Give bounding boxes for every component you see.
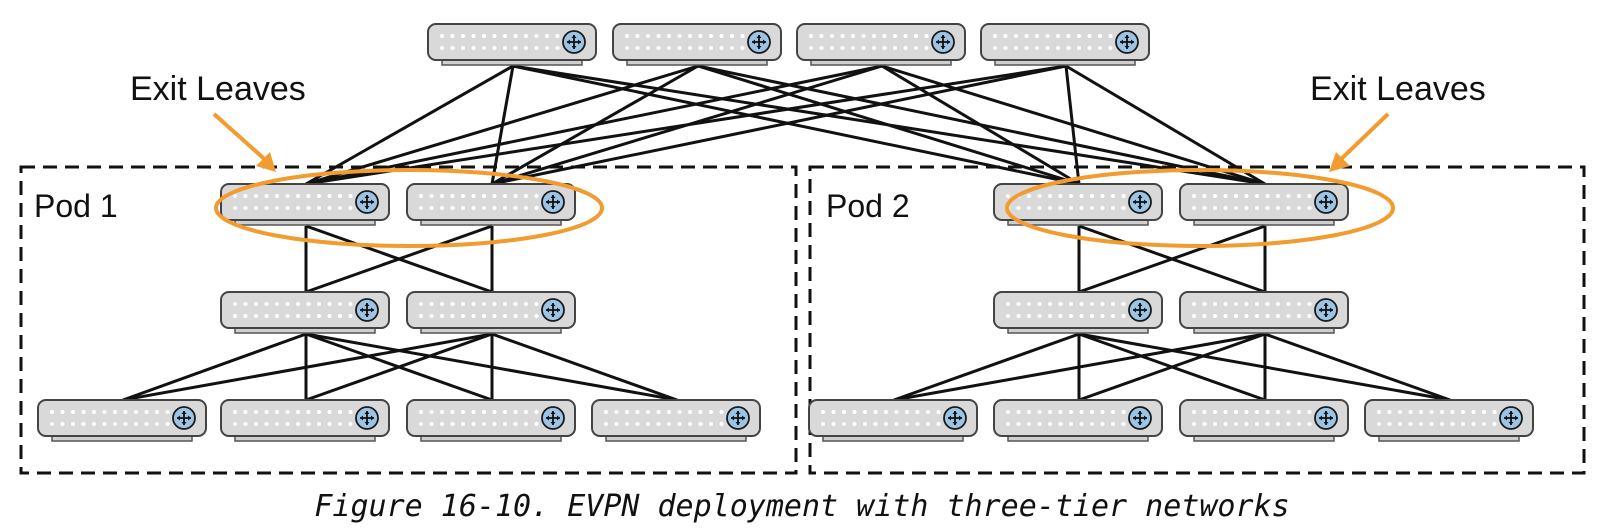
router-crossarrows-icon — [1128, 406, 1152, 430]
router-crossarrows-icon — [355, 190, 379, 214]
pod-1-leaf-1 — [37, 399, 207, 442]
router-crossarrows-icon — [355, 298, 379, 322]
router-crossarrows-icon — [943, 406, 967, 430]
pod-2-leaf-4 — [1364, 399, 1534, 442]
pod-link — [1264, 332, 1451, 402]
exit-leaves-label-pod-2: Exit Leaves — [1310, 70, 1486, 108]
pod-1-leaf-4 — [591, 399, 761, 442]
figure-caption: Figure 16-10. EVPN deployment with three… — [314, 489, 1289, 524]
pod-1-spine-2 — [406, 291, 576, 334]
pod-link — [1078, 332, 1266, 402]
pod-link — [305, 332, 493, 402]
spine-link — [305, 64, 883, 186]
spine-link — [491, 64, 1067, 186]
spine-switch-2 — [612, 23, 782, 66]
router-crossarrows-icon — [355, 406, 379, 430]
spine-link — [1064, 65, 1081, 185]
pod-link — [893, 332, 1080, 402]
pod-link — [122, 332, 493, 402]
pod-2-spine-1 — [993, 291, 1163, 334]
router-crossarrows-icon — [1314, 406, 1338, 430]
pod-link — [305, 224, 493, 294]
pod-boxes: Pod 1 Pod 2 — [19, 165, 1586, 475]
exit-leaves-arrow-pod-2 — [1329, 112, 1390, 172]
router-crossarrows-icon — [726, 406, 750, 430]
router-crossarrows-icon — [541, 298, 565, 322]
router-crossarrows-icon — [1314, 298, 1338, 322]
router-crossarrows-icon — [541, 406, 565, 430]
router-crossarrows-icon — [541, 190, 565, 214]
pod-2-leaf-1 — [808, 399, 978, 442]
exit-leaves-ellipse-pod-1 — [214, 168, 604, 248]
router-crossarrows-icon — [1128, 190, 1152, 214]
spine-link — [697, 64, 1080, 186]
spine-switch-4 — [980, 23, 1150, 66]
router-crossarrows-icon — [1314, 190, 1338, 214]
pod-link — [893, 332, 1266, 402]
router-crossarrows-icon — [1128, 298, 1152, 322]
pod-2-box — [808, 165, 1586, 475]
pod-2-leaf-2 — [993, 399, 1163, 442]
pod-2-exit-leaf-1 — [993, 183, 1163, 226]
router-crossarrows-icon — [931, 30, 955, 54]
pod-link — [122, 332, 307, 402]
exit-leaves-label-pod-1: Exit Leaves — [130, 70, 306, 108]
pod-2-spine-2 — [1179, 291, 1349, 334]
connection-links — [122, 64, 1451, 402]
pod-link — [491, 332, 678, 402]
pod-1-exit-leaf-1 — [220, 183, 390, 226]
exit-leaves-arrow-pod-1 — [212, 112, 276, 172]
spine-switch-3 — [796, 23, 966, 66]
pod-2-exit-leaf-2 — [1179, 183, 1349, 226]
spine-link — [1065, 64, 1266, 186]
router-crossarrows-icon — [1499, 406, 1523, 430]
spine-link — [512, 64, 1080, 186]
pod-1-leaf-3 — [406, 399, 576, 442]
pod-2-label: Pod 2 — [826, 188, 910, 224]
spine-link — [881, 64, 1080, 186]
spine-link — [305, 64, 514, 186]
pod-1-label: Pod 1 — [34, 188, 118, 224]
pod-1-exit-leaf-2 — [406, 183, 576, 226]
network-devices — [37, 23, 1534, 442]
pod-1-leaf-2 — [220, 399, 390, 442]
router-crossarrows-icon — [172, 406, 196, 430]
pod-2-leaf-3 — [1179, 399, 1349, 442]
spine-link — [305, 64, 699, 186]
pod-link — [1078, 224, 1266, 294]
pod-1-box — [19, 165, 798, 475]
exit-leaves-highlights: Exit Leaves Exit Leaves — [130, 70, 1486, 248]
spine-link — [305, 64, 1067, 186]
router-crossarrows-icon — [1115, 30, 1139, 54]
pod-1-spine-1 — [220, 291, 390, 334]
spine-switch-1 — [427, 23, 597, 66]
exit-leaves-ellipse-pod-2 — [1005, 168, 1395, 248]
router-crossarrows-icon — [562, 30, 586, 54]
router-crossarrows-icon — [747, 30, 771, 54]
